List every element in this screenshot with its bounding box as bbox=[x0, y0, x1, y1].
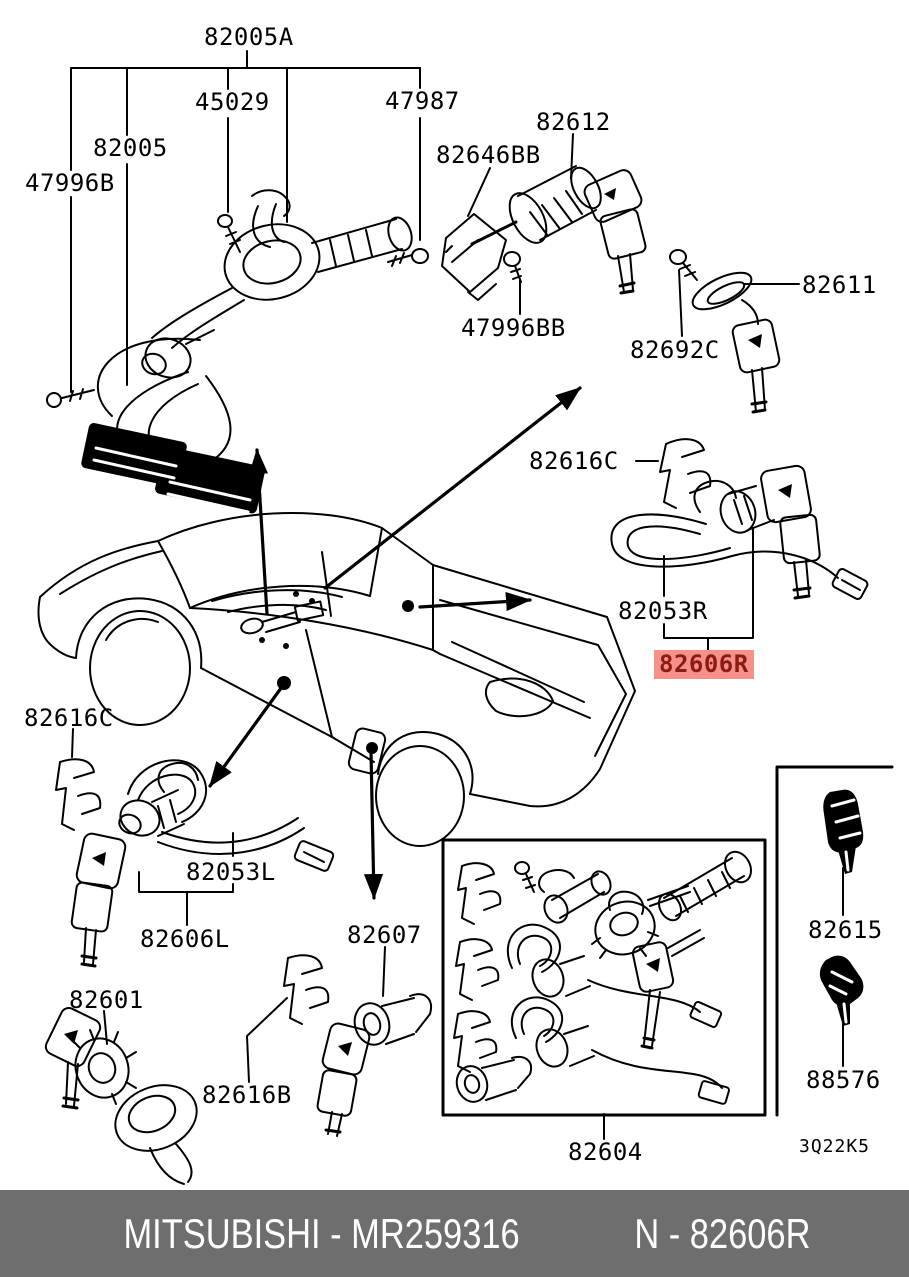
locator-arrows bbox=[208, 386, 582, 900]
part-label-45029[interactable]: 45029 bbox=[195, 88, 270, 116]
key-blank-88576-drawing bbox=[819, 955, 864, 1026]
steering-lock-assembly-drawing bbox=[46, 189, 429, 514]
arrow-right-icon bbox=[418, 591, 532, 612]
part-label-82611[interactable]: 82611 bbox=[802, 271, 877, 299]
part-label-88576[interactable]: 88576 bbox=[806, 1066, 881, 1094]
footer-brand-part: MITSUBISHI - MR259316 bbox=[123, 1209, 520, 1257]
fuel-cap-lock-drawing bbox=[44, 1007, 198, 1185]
part-label-82005A[interactable]: 82005A bbox=[204, 23, 294, 51]
lock-set-drawing bbox=[453, 850, 752, 1105]
part-label-82604[interactable]: 82604 bbox=[568, 1138, 643, 1166]
ignition-cylinder-drawing bbox=[441, 165, 647, 301]
back-door-lock-drawing bbox=[691, 271, 781, 414]
footer-ref-part: N - 82606R bbox=[634, 1209, 811, 1257]
diagram-code: 3Q22K5 bbox=[799, 1136, 871, 1157]
part-label-82601[interactable]: 82601 bbox=[69, 986, 144, 1014]
part-label-47996BB[interactable]: 47996BB bbox=[461, 314, 566, 342]
part-label-82615[interactable]: 82615 bbox=[808, 916, 883, 944]
part-label-82053R[interactable]: 82053R bbox=[618, 597, 708, 625]
door-lock-right-drawing bbox=[610, 438, 869, 600]
part-label-82616C-right[interactable]: 82616C bbox=[529, 447, 619, 475]
part-label-82616C-left[interactable]: 82616C bbox=[24, 704, 114, 732]
part-label-82053L[interactable]: 82053L bbox=[186, 858, 276, 886]
arrow-down-left-icon bbox=[208, 682, 286, 788]
part-label-82005[interactable]: 82005 bbox=[93, 134, 168, 162]
footer-bar: MITSUBISHI - MR259316 N - 82606R bbox=[0, 1190, 909, 1277]
part-label-82692C[interactable]: 82692C bbox=[630, 336, 720, 364]
part-label-82606L[interactable]: 82606L bbox=[140, 925, 230, 953]
part-label-82607[interactable]: 82607 bbox=[347, 921, 422, 949]
part-label-82616B[interactable]: 82616B bbox=[202, 1081, 292, 1109]
arrow-down-icon bbox=[363, 750, 384, 900]
leader-lines bbox=[70, 50, 894, 1140]
glovebox-lock-drawing bbox=[283, 954, 432, 1137]
truck-drawing bbox=[37, 511, 636, 847]
key-blank-82615-drawing bbox=[823, 789, 864, 874]
part-label-47996B[interactable]: 47996B bbox=[25, 169, 115, 197]
part-label-47987[interactable]: 47987 bbox=[385, 87, 460, 115]
door-lock-left-drawing bbox=[55, 758, 335, 968]
part-label-82606R-highlighted[interactable]: 82606R bbox=[654, 650, 754, 679]
part-label-82612[interactable]: 82612 bbox=[536, 108, 611, 136]
part-label-82646BB[interactable]: 82646BB bbox=[436, 141, 541, 169]
screw-icons bbox=[503, 249, 698, 283]
arrow-diagonal-icon bbox=[323, 386, 582, 590]
